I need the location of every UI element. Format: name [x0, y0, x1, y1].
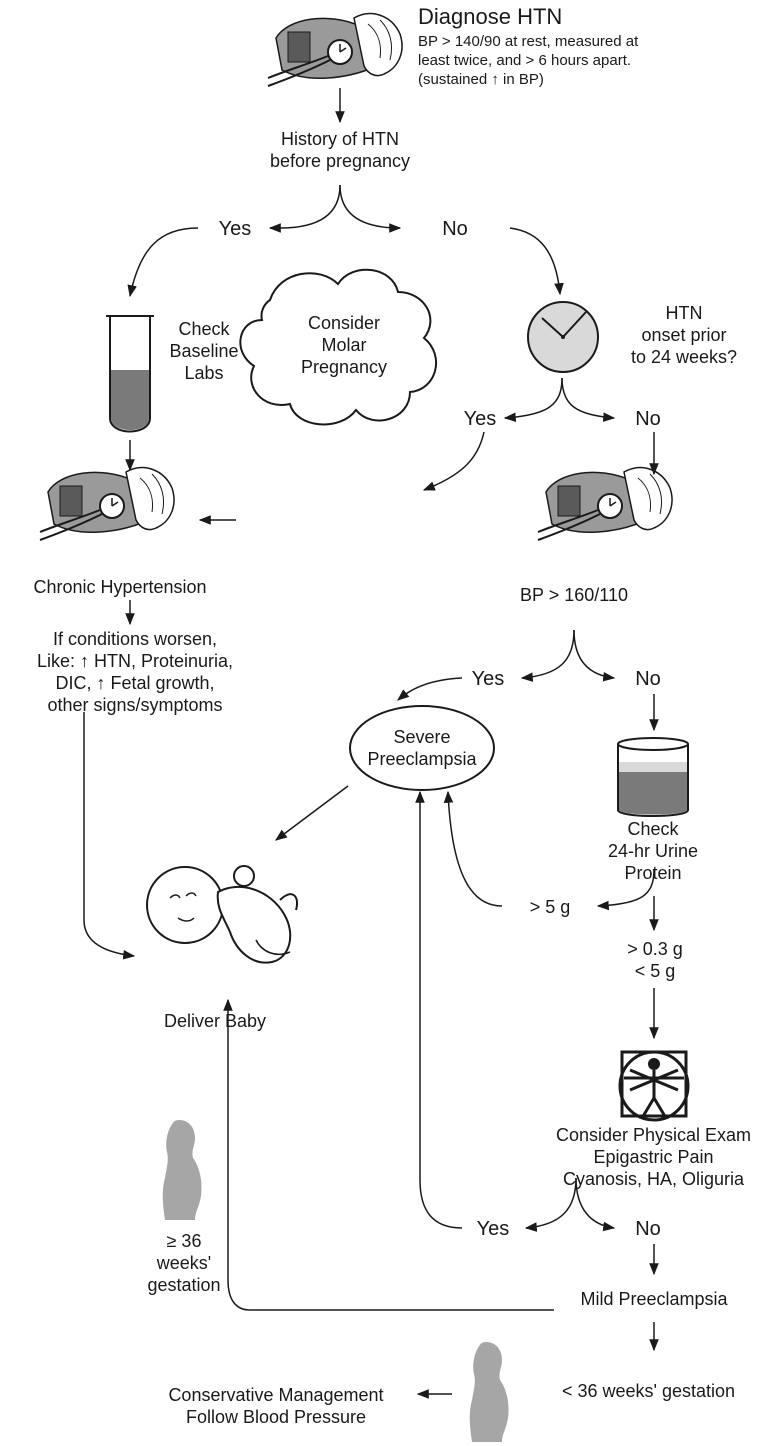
pregnant-woman-icon-left — [162, 1120, 202, 1220]
severe-label: Severe Preeclampsia — [367, 727, 477, 769]
curve-branch2-right — [561, 377, 616, 422]
branch3-yes: Yes — [471, 668, 505, 690]
branch1-yes: Yes — [218, 218, 252, 240]
worsen-label: If conditions worsen, Like: ↑ HTN, Prote… — [36, 629, 234, 715]
mid-protein-label: > 0.3 g < 5 g — [627, 939, 683, 981]
curve-branch4-right — [575, 1177, 616, 1232]
bp-label: BP > 160/110 — [520, 585, 628, 605]
test-tube-icon — [106, 315, 154, 433]
arrow-yes-severe-long — [415, 790, 463, 1229]
baby-icon — [146, 865, 298, 964]
arrow-urine-gt5 — [596, 869, 655, 911]
baseline-labs-label: Check Baseline Labs — [169, 319, 239, 383]
curve-branch3-left — [520, 629, 575, 682]
arrow-no-clock — [509, 227, 564, 296]
arrow-mild-deliver — [223, 998, 554, 1311]
branch4-yes: Yes — [476, 1218, 510, 1240]
arrow-yes-tube — [127, 227, 199, 298]
bp-cuff-icon-right — [537, 466, 674, 541]
severe-ellipse — [349, 705, 495, 791]
onset-label: HTN onset prior to 24 weeks? — [630, 303, 738, 367]
diagnose-line: BP > 140/90 at rest, measured at — [418, 33, 639, 50]
conservative-label: Conservative Management Follow Blood Pre… — [168, 1385, 384, 1427]
history-label: History of HTN before pregnancy — [269, 129, 411, 171]
curve-branch2-left — [503, 377, 563, 423]
gt5-label: > 5 g — [529, 897, 571, 917]
pregnant-woman-icon-bottom — [469, 1342, 509, 1442]
branch3-no: No — [635, 668, 661, 690]
diagnose-line: (sustained ↑ in BP) — [418, 71, 544, 88]
branch1-no: No — [442, 218, 468, 240]
arrow-severe-baby — [275, 785, 349, 841]
arrow-gt5-severe — [443, 790, 503, 907]
diagnose-line: least twice, and > 6 hours apart. — [418, 52, 632, 69]
preterm-label: < 36 weeks' gestation — [561, 1381, 736, 1401]
branch4-no: No — [635, 1218, 661, 1240]
chronic-label: Chronic Hypertension — [33, 577, 207, 597]
connectors — [83, 88, 659, 1399]
clock-icon — [527, 301, 599, 373]
term-label: ≥ 36 weeks' gestation — [147, 1231, 221, 1295]
branch2-no: No — [635, 408, 661, 430]
curve-branch4-left — [524, 1177, 577, 1232]
deliver-label: Deliver Baby — [163, 1011, 267, 1031]
curve-branch3-right — [573, 629, 616, 682]
arrow-yes-molar — [422, 431, 485, 491]
arrow-yes-severe — [397, 677, 463, 701]
bp-cuff-icon-top — [267, 12, 404, 87]
curve-branch1-left — [279, 184, 341, 229]
bp-cuff-icon-left — [39, 466, 176, 541]
curve-branch1-right — [339, 184, 402, 233]
arrow-worsen-deliver — [83, 712, 136, 960]
molar-label: Consider Molar Pregnancy — [300, 313, 388, 377]
exam-label: Consider Physical Exam Epigastric Pain C… — [555, 1125, 752, 1189]
vitruvian-man-icon — [618, 1050, 690, 1122]
diagnose-title: Diagnose HTN — [418, 4, 563, 29]
diagnose-criteria: BP > 140/90 at rest, measured at least t… — [418, 32, 638, 89]
urine-label: Check 24-hr Urine Protein — [607, 819, 699, 883]
urine-cup-icon — [617, 737, 689, 817]
branch2-yes: Yes — [463, 408, 497, 430]
cloud-shape — [239, 268, 438, 426]
mild-label: Mild Preeclampsia — [580, 1289, 728, 1309]
